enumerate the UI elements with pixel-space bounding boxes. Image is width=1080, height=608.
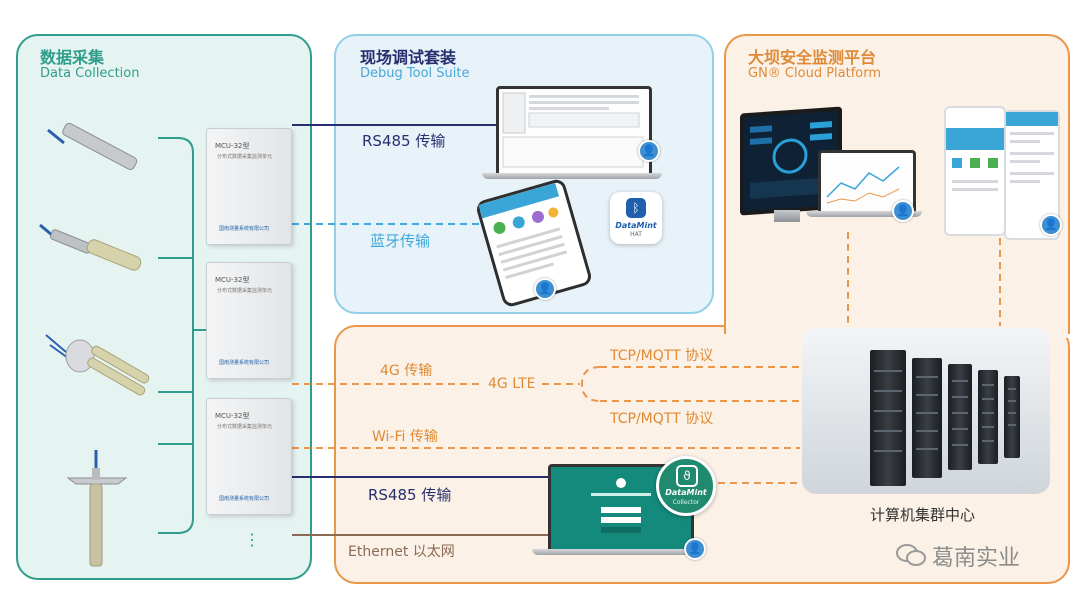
data-collection-title: 数据采集 (40, 48, 105, 67)
rs485-top-label: RS485 传输 (362, 132, 446, 150)
user-icon: 👤 (1040, 214, 1062, 236)
sensor-3 (45, 334, 150, 396)
user-icon: 👤 (684, 538, 706, 560)
wifi-label: Wi-Fi 传输 (372, 429, 438, 445)
mcu-cabinet-3: MCU-32型 分布式数据采集监测单元 国南测量系统有限公司 (206, 398, 292, 515)
tablet-app-ui (946, 128, 1004, 191)
monitor-dashboard (740, 106, 842, 216)
phone-app-2-ui (1006, 112, 1058, 183)
cabinet-model: MCU-32型 (215, 412, 250, 420)
phone-app (474, 177, 594, 309)
data-collection-subtitle: Data Collection (40, 66, 140, 81)
rs485-bottom-label: RS485 传输 (368, 486, 452, 504)
platform-chart-ui (826, 166, 900, 204)
ethernet-label: Ethernet 以太网 (348, 544, 455, 560)
g4-lte-label: 4G LTE (488, 376, 536, 392)
debug-laptop-screen (496, 86, 652, 178)
datamint-hat-logo: ᛒ DataMint HAT (610, 192, 662, 244)
brand-name: DataMint (615, 221, 657, 230)
server-rack (948, 364, 972, 470)
phone-app-2 (1004, 110, 1060, 240)
collector-laptop-base (532, 549, 704, 555)
tablet-app (944, 106, 1006, 236)
sensor-2 (39, 223, 142, 271)
dashboard-ui (750, 121, 832, 199)
tcp-mqtt-label-1: TCP/MQTT 协议 (610, 348, 714, 364)
wechat-icon (896, 543, 926, 567)
user-icon: 👤 (638, 140, 660, 162)
server-room-image (802, 328, 1050, 494)
monitor-stand (774, 210, 800, 222)
cabinet-footer: 国南测量系统有限公司 (219, 496, 270, 502)
debug-software-ui (502, 92, 644, 168)
mcu-cabinet-1: MCU-32型 分布式数据采集监测单元 国南测量系统有限公司 (206, 128, 292, 245)
cabinet-desc: 分布式数据采集监测单元 (217, 288, 273, 294)
cloud-subtitle: GN® Cloud Platform (748, 66, 882, 81)
cloud-title: 大坝安全监测平台 (748, 48, 877, 67)
sensor-1 (47, 122, 138, 171)
collector-login-ui (591, 478, 651, 533)
g4-label: 4G 传输 (380, 363, 433, 379)
phone-app-ui (478, 182, 568, 280)
tcp-mqtt-label-2: TCP/MQTT 协议 (610, 411, 714, 427)
cabinet-model: MCU-32型 (215, 142, 250, 150)
user-icon: 👤 (534, 278, 556, 300)
watermark-text: 葛南实业 (932, 546, 1021, 571)
platform-laptop-base (806, 211, 922, 217)
brand-tag-hat: HAT (630, 231, 642, 238)
user-icon: 👤 (892, 200, 914, 222)
debug-laptop-base (482, 173, 662, 179)
cabinet-model: MCU-32型 (215, 276, 250, 284)
mcu-cabinet-2: MCU-32型 分布式数据采集监测单元 国南测量系统有限公司 (206, 262, 292, 379)
datamint-collector-logo: ϑ DataMint Collector (656, 456, 716, 516)
more-cabinets-ellipsis: ⋮ (244, 530, 260, 549)
bluetooth-icon: ᛒ (626, 198, 646, 218)
cabinet-footer: 国南测量系统有限公司 (219, 360, 270, 366)
server-cluster-label: 计算机集群中心 (870, 506, 976, 524)
sensor-4 (66, 450, 128, 567)
debug-title: 现场调试套装 (360, 48, 457, 67)
cabinet-desc: 分布式数据采集监测单元 (217, 154, 273, 160)
cabinet-footer: 国南测量系统有限公司 (219, 226, 270, 232)
brand-tag-collector: Collector (672, 499, 700, 506)
cabinet-desc: 分布式数据采集监测单元 (217, 424, 273, 430)
server-rack (1004, 376, 1020, 458)
debug-subtitle: Debug Tool Suite (360, 66, 470, 81)
bluetooth-label: 蓝牙传输 (370, 232, 431, 250)
leaf-icon: ϑ (676, 465, 698, 487)
server-rack (912, 358, 942, 478)
server-rack (870, 350, 906, 486)
brand-name: DataMint (665, 488, 707, 497)
server-rack (978, 370, 998, 464)
